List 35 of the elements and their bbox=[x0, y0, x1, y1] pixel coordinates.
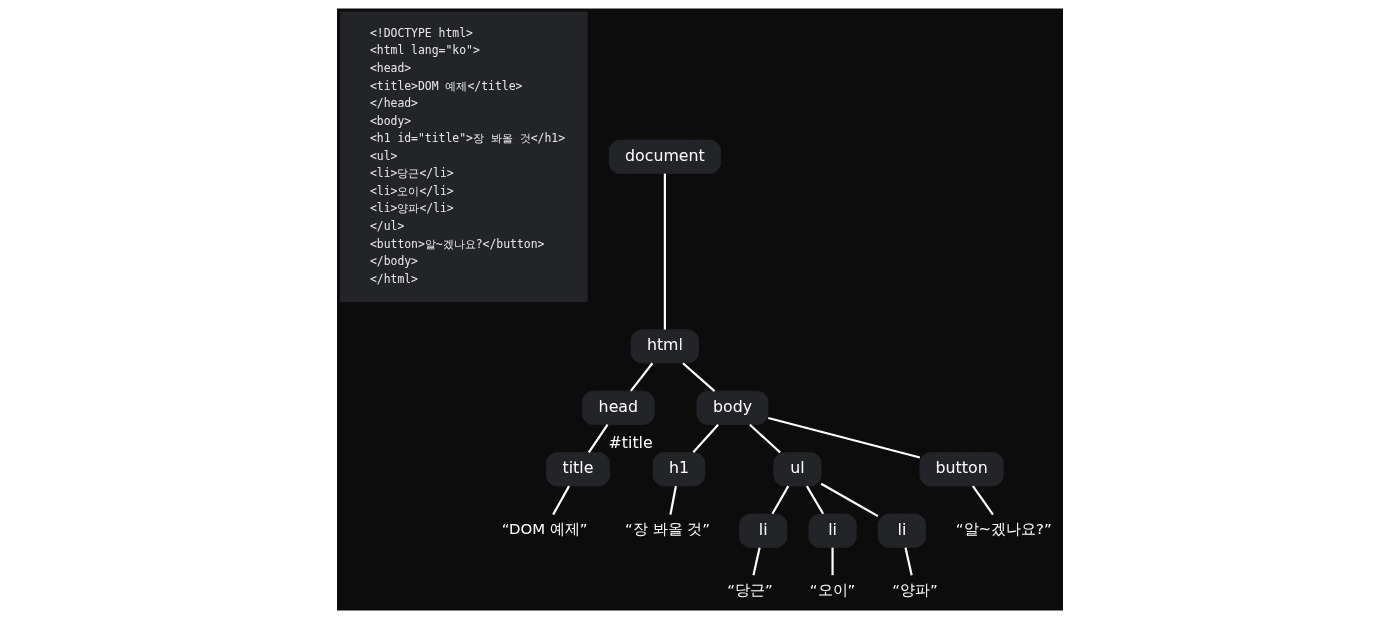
node-label: #title bbox=[608, 432, 653, 452]
node-text: “장 봐올 것” bbox=[624, 520, 710, 539]
node-text: “DOM 예제” bbox=[501, 520, 588, 539]
connector bbox=[668, 485, 677, 515]
node-box: document bbox=[608, 139, 721, 174]
node-text: “알~겠나요?” bbox=[955, 520, 1052, 539]
connector bbox=[767, 416, 920, 459]
node-text: “당근” bbox=[726, 580, 773, 599]
node-box: li bbox=[807, 513, 857, 548]
node-box: title bbox=[545, 452, 610, 487]
connector bbox=[903, 547, 913, 576]
connector bbox=[551, 485, 570, 516]
node-box: button bbox=[918, 452, 1004, 487]
connector bbox=[663, 173, 666, 330]
connector bbox=[587, 424, 608, 453]
connector bbox=[681, 362, 715, 392]
node-box: ul bbox=[772, 452, 822, 487]
node-text: “오이” bbox=[809, 580, 855, 599]
connector bbox=[692, 423, 719, 454]
node-box: html bbox=[630, 329, 699, 364]
node-box: <!DOCTYPE html> <html lang="ko"> <head> <title>DOM 예제</title> </head> <body> <h1 id="title">장 봐올 것</h1> <ul> <li>당근</li> <li>오이</li> <li>양파</li> </ul> <button>알~겠나요?</button> </body> </html> bbox=[339, 11, 588, 303]
node-text: “양파” bbox=[891, 580, 938, 599]
connector bbox=[820, 482, 878, 518]
connector bbox=[805, 485, 824, 515]
node-box: head bbox=[581, 390, 655, 425]
node-box: li bbox=[738, 513, 787, 548]
connector bbox=[748, 423, 781, 454]
connector bbox=[830, 547, 834, 576]
node-box: h1 bbox=[652, 452, 705, 487]
connector bbox=[770, 485, 789, 515]
node-box: body bbox=[696, 390, 768, 425]
connector bbox=[629, 362, 653, 392]
node-box: li bbox=[877, 513, 926, 548]
connector bbox=[751, 547, 761, 576]
connector bbox=[971, 485, 994, 516]
